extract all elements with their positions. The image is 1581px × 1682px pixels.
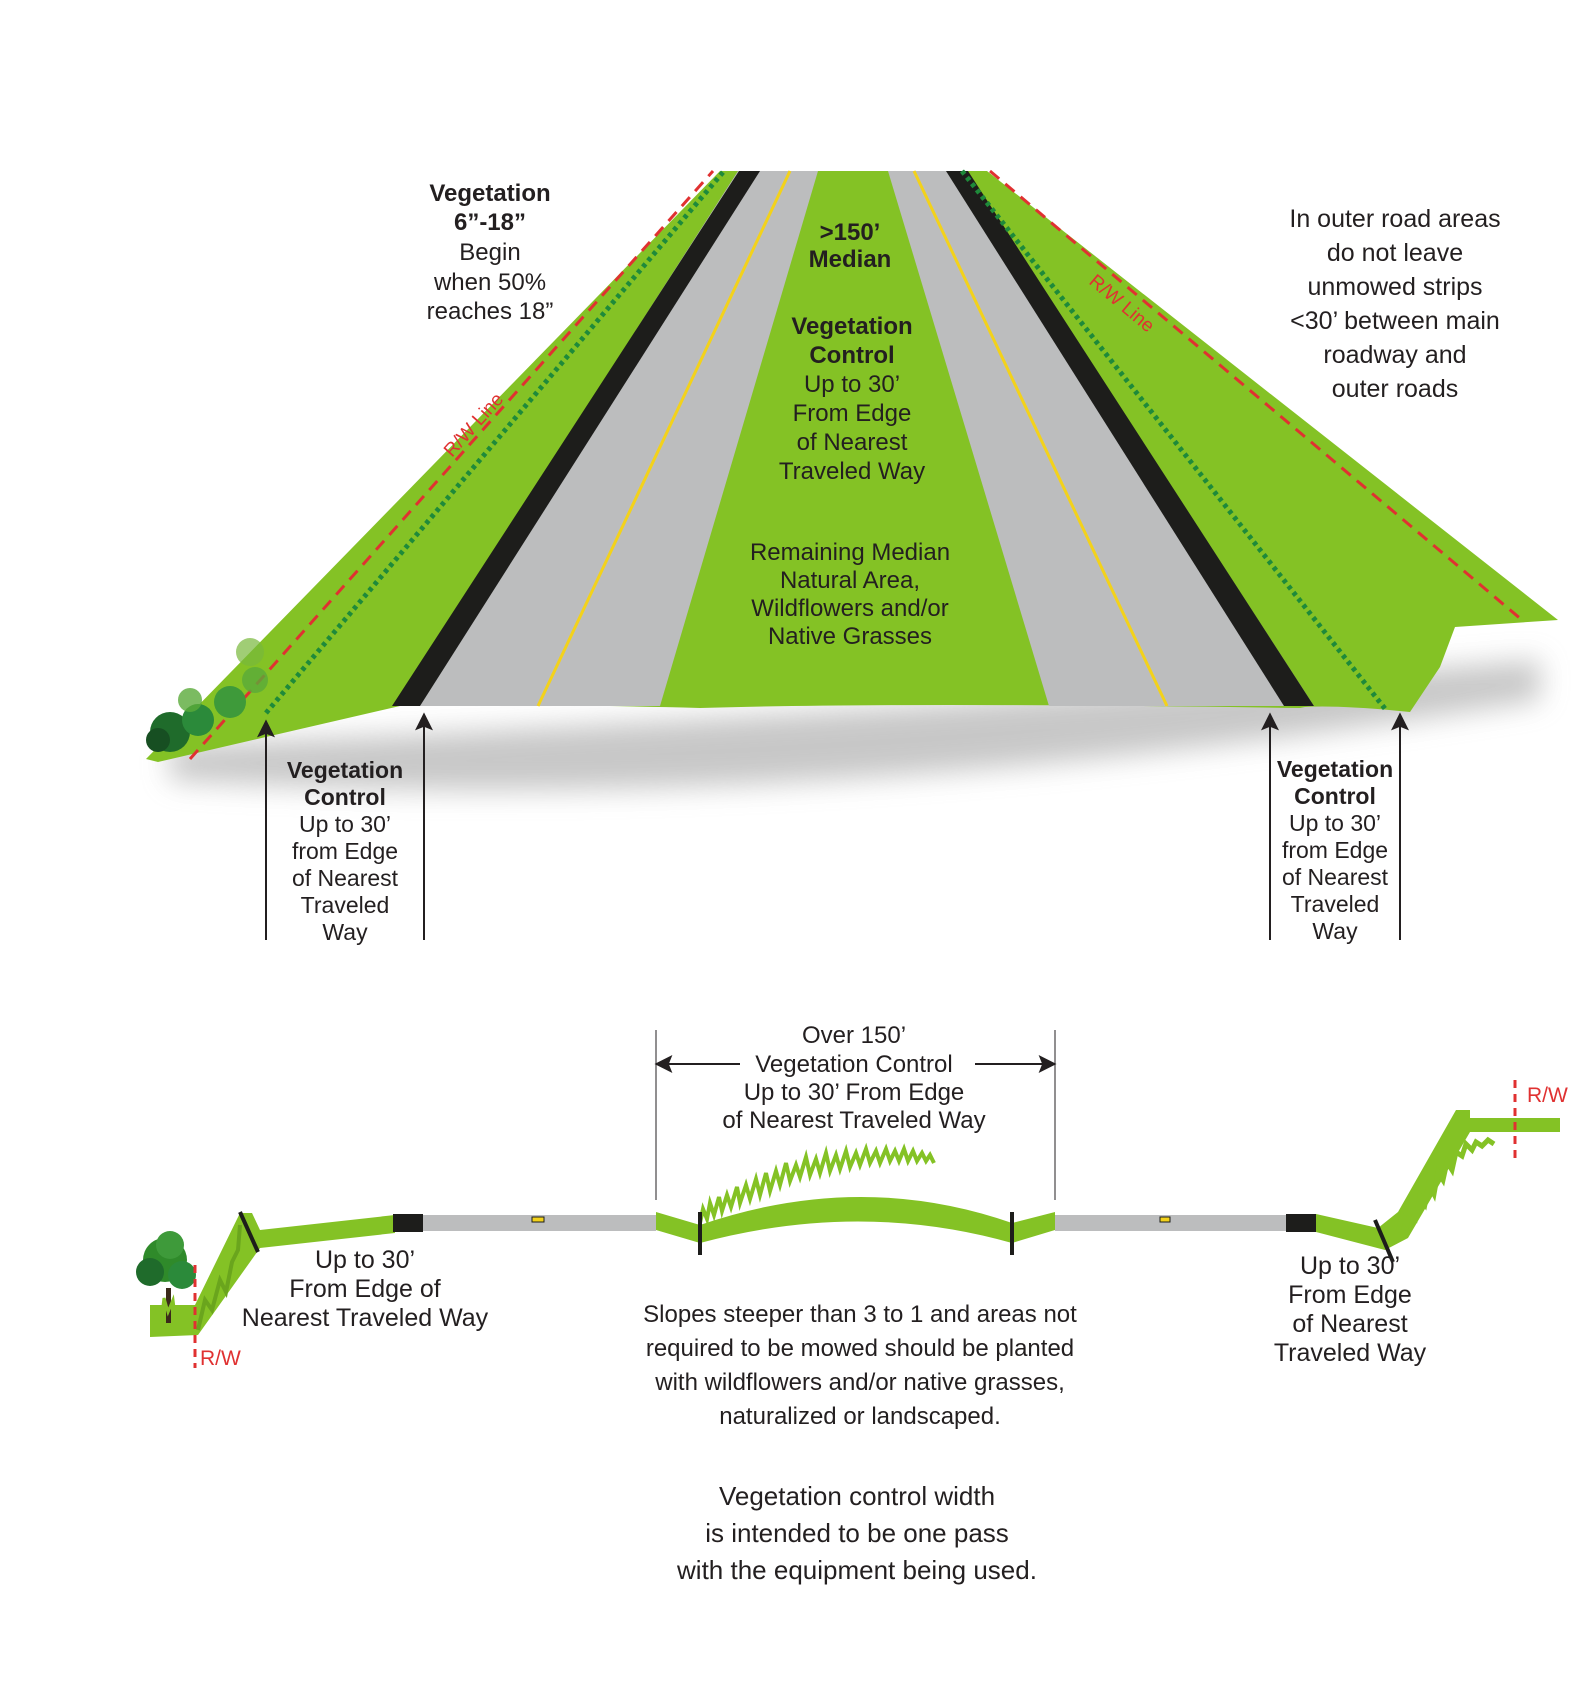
right-control-line: Traveled <box>1291 891 1380 917</box>
right-upto-line: From Edge <box>1288 1281 1412 1309</box>
median-control-line: From Edge <box>793 400 912 427</box>
left-mow-limit-tick <box>238 1211 260 1253</box>
width-note-line: with the equipment being used. <box>676 1555 1037 1585</box>
left-control-line: Way <box>322 919 368 945</box>
left-green-dotted-line <box>264 169 726 715</box>
slopes-note-line: required to be mowed should be planted <box>646 1335 1074 1362</box>
over-150-line: Over 150’ <box>802 1022 906 1049</box>
right-shoulder-block <box>1286 1214 1316 1232</box>
over-150-line: Up to 30’ From Edge <box>744 1079 965 1106</box>
right-mow-limit-tick <box>1373 1219 1395 1263</box>
right-upto-line: of Nearest <box>1292 1310 1407 1338</box>
left-control-line: Vegetation <box>287 757 403 783</box>
veg-height-line: when 50% <box>433 269 546 296</box>
outer-road-line: roadway and <box>1323 341 1466 369</box>
slopes-note: Slopes steeper than 3 to 1 and areas not… <box>643 1301 1077 1430</box>
remaining-median-line: Native Grasses <box>768 623 932 650</box>
cross-section-view: Over 150’ Vegetation Control Up to 30’ F… <box>136 1022 1568 1585</box>
right-shoulder-strip <box>946 171 1314 706</box>
left-upto-line: From Edge of <box>289 1275 441 1303</box>
left-yellow-line <box>536 170 792 707</box>
left-control-line: Traveled <box>301 892 390 918</box>
left-shoulder-block <box>393 1214 423 1232</box>
right-rw-label: R/W <box>1527 1084 1568 1107</box>
right-control-line: Way <box>1312 918 1358 944</box>
veg-height-note: Vegetation 6”-18” Begin when 50% reaches… <box>427 180 554 325</box>
left-slope-grass-texture <box>196 1224 242 1331</box>
left-upto-line: Nearest Traveled Way <box>242 1304 489 1332</box>
right-green-dotted-line <box>960 169 1388 712</box>
outer-road-note: In outer road areas do not leave unmowed… <box>1289 205 1500 403</box>
left-control-line: from Edge <box>292 838 398 864</box>
median-control-line: of Nearest <box>797 429 908 456</box>
remaining-median-line: Natural Area, <box>780 567 920 594</box>
width-note-line: Vegetation control width <box>719 1481 995 1511</box>
median-control-line: Control <box>809 342 894 369</box>
median-mound <box>656 1196 1055 1243</box>
median-control-note: Vegetation Control Up to 30’ From Edge o… <box>779 313 925 485</box>
left-rw-label: R/W <box>200 1347 241 1370</box>
right-upto-line: Up to 30’ <box>1300 1252 1400 1280</box>
outer-road-line: In outer road areas <box>1289 205 1500 233</box>
width-note-line: is intended to be one pass <box>705 1518 1009 1548</box>
median-width: >150’ <box>820 219 881 246</box>
over-150-line: Vegetation Control <box>755 1051 952 1078</box>
slopes-note-line: with wildflowers and/or native grasses, <box>654 1369 1065 1396</box>
right-lane-marker <box>1159 1216 1171 1223</box>
over-150-note: Over 150’ Vegetation Control Up to 30’ F… <box>722 1022 985 1134</box>
median-control-line: Vegetation <box>791 313 912 340</box>
veg-height-line: reaches 18” <box>427 298 554 325</box>
right-control-line: Up to 30’ <box>1289 810 1381 836</box>
right-control-line: from Edge <box>1282 837 1388 863</box>
left-roadway <box>423 1215 656 1231</box>
outer-road-line: <30’ between main <box>1290 307 1500 335</box>
width-note: Vegetation control width is intended to … <box>676 1481 1037 1585</box>
left-control-line: of Nearest <box>292 865 399 891</box>
right-yellow-line <box>912 170 1169 707</box>
left-control-line: Up to 30’ <box>299 811 391 837</box>
right-control-line: Control <box>1294 783 1376 809</box>
left-rw-dashed-line <box>188 170 715 760</box>
tree-icon <box>136 1231 196 1323</box>
remaining-median-line: Remaining Median <box>750 539 950 566</box>
slopes-note-line: naturalized or landscaped. <box>719 1403 1001 1430</box>
right-slope-grass-texture <box>1395 1136 1496 1233</box>
slopes-note-line: Slopes steeper than 3 to 1 and areas not <box>643 1301 1077 1328</box>
outer-road-line: outer roads <box>1332 375 1458 403</box>
left-upto-line: Up to 30’ <box>315 1246 415 1274</box>
right-roadway <box>1055 1215 1288 1231</box>
median-label: >150’ Median <box>809 219 892 273</box>
remaining-median-line: Wildflowers and/or <box>751 595 948 622</box>
outer-road-line: unmowed strips <box>1307 273 1482 301</box>
remaining-median-note: Remaining Median Natural Area, Wildflowe… <box>750 539 950 650</box>
right-control-line: of Nearest <box>1282 864 1389 890</box>
veg-height-title: Vegetation <box>429 180 550 207</box>
veg-height-line: Begin <box>459 239 520 266</box>
median-control-line: Up to 30’ <box>804 371 900 398</box>
right-control-note: Vegetation Control Up to 30’ from Edge o… <box>1277 756 1393 944</box>
perspective-road-view: R/W Line R/W Line Vegetation 6”-18” Begi… <box>146 169 1558 945</box>
veg-height-range: 6”-18” <box>454 209 526 236</box>
median-title: Median <box>809 246 892 273</box>
right-rw-dashed-line <box>989 169 1523 622</box>
shrub-cluster-icon <box>146 638 268 752</box>
right-control-line: Vegetation <box>1277 756 1393 782</box>
left-control-line: Control <box>304 784 386 810</box>
outer-road-line: do not leave <box>1327 239 1463 267</box>
right-upto-note: Up to 30’ From Edge of Nearest Traveled … <box>1274 1252 1427 1367</box>
median-control-line: Traveled Way <box>779 458 925 485</box>
left-control-note: Vegetation Control Up to 30’ from Edge o… <box>287 757 403 945</box>
right-upto-line: Traveled Way <box>1274 1339 1427 1367</box>
left-shoulder-strip <box>392 171 760 706</box>
left-lane-marker <box>531 1216 545 1223</box>
over-150-line: of Nearest Traveled Way <box>722 1107 985 1134</box>
left-upto-note: Up to 30’ From Edge of Nearest Traveled … <box>242 1246 489 1332</box>
median-grass-texture <box>698 1142 936 1227</box>
